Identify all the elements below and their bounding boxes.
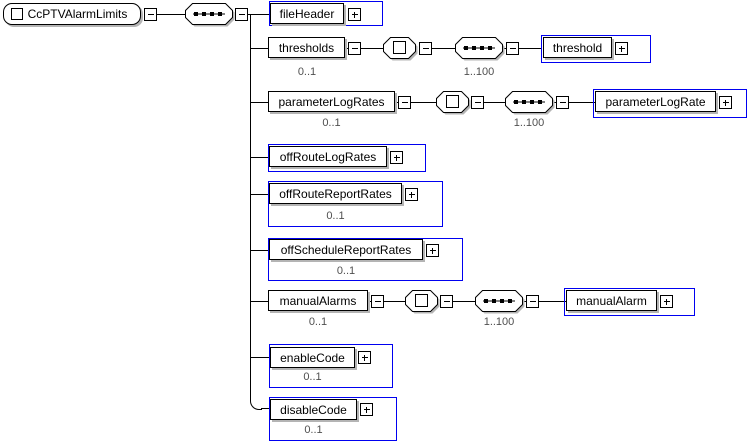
sequence-compositor-icon[interactable] (185, 3, 236, 28)
cardinality-label: 0..1 (326, 210, 345, 222)
cardinality-label: 0..1 (322, 117, 341, 129)
collapse-button[interactable] (235, 8, 248, 21)
expand-button[interactable] (615, 42, 628, 55)
collapse-button[interactable] (371, 295, 384, 308)
element-manualAlarms[interactable]: manualAlarms (268, 290, 368, 311)
element-threshold[interactable]: threshold (543, 37, 612, 58)
occurrence-label: 1..100 (483, 316, 515, 328)
trunk-line (250, 14, 251, 398)
cardinality-label: 0..1 (336, 265, 356, 277)
selection-outline (268, 238, 463, 281)
cardinality-label: 0..1 (304, 424, 323, 436)
selection-outline (269, 1, 383, 26)
selection-outline (564, 288, 695, 316)
element-offRouteReportRates[interactable]: offRouteReportRates (269, 183, 402, 204)
element-parameterLogRate[interactable]: parameterLogRate (595, 91, 716, 112)
expand-button[interactable] (390, 151, 403, 164)
trunk-curve (250, 398, 262, 410)
connector-line (569, 102, 595, 103)
sequence-compositor-icon[interactable] (505, 91, 556, 116)
connector-line (411, 102, 436, 103)
expand-button[interactable] (719, 96, 732, 109)
root-element[interactable]: CcPTVAlarmLimits (3, 3, 141, 25)
expand-button[interactable] (660, 295, 673, 308)
branch-line (250, 301, 268, 302)
branch-line (250, 157, 269, 158)
selection-outline (269, 397, 397, 441)
element-enableCode[interactable]: enableCode (270, 347, 355, 368)
root-element-label: CcPTVAlarmLimits (27, 7, 128, 21)
collapse-button[interactable] (526, 295, 539, 308)
connector-line (384, 301, 405, 302)
connector-line (361, 48, 383, 49)
element-offScheduleReportRates[interactable]: offScheduleReportRates (269, 239, 423, 260)
element-icon (11, 8, 23, 20)
collapse-button[interactable] (440, 295, 453, 308)
branch-line (248, 14, 270, 15)
connector-line (368, 301, 371, 302)
branch-line (261, 408, 270, 409)
element-fileHeader[interactable]: fileHeader (270, 3, 344, 24)
selection-outline (268, 144, 426, 172)
connector-line (539, 301, 566, 302)
connector-line (519, 48, 542, 49)
cardinality-label: 0..1 (303, 371, 322, 383)
element-disableCode[interactable]: disableCode (270, 399, 357, 420)
connector-line (484, 102, 505, 103)
expand-button[interactable] (358, 351, 371, 364)
connector-line (453, 301, 475, 302)
element-offRouteLogRates[interactable]: offRouteLogRates (269, 146, 387, 167)
branch-line (250, 250, 269, 251)
occurrence-label: 1..100 (513, 117, 545, 129)
occurrence-label: 1..100 (463, 66, 495, 78)
connector-line (157, 14, 185, 15)
collapse-button[interactable] (419, 42, 432, 55)
cardinality-label: 0..1 (297, 66, 317, 78)
selection-outline (269, 344, 393, 388)
selection-outline (268, 181, 443, 227)
connector-line (395, 102, 398, 103)
collapse-button[interactable] (506, 42, 519, 55)
expand-button[interactable] (405, 188, 418, 201)
element-manualAlarm[interactable]: manualAlarm (566, 290, 657, 311)
sequence-compositor-icon[interactable] (455, 37, 506, 62)
complex-type-icon[interactable] (383, 37, 419, 62)
element-parameterLogRates[interactable]: parameterLogRates (268, 91, 395, 112)
collapse-button[interactable] (398, 96, 411, 109)
expand-button[interactable] (426, 244, 439, 257)
branch-line (250, 48, 268, 49)
expand-button[interactable] (360, 403, 373, 416)
collapse-button[interactable] (556, 96, 569, 109)
cardinality-label: 0..1 (308, 316, 328, 328)
connector-line (345, 48, 348, 49)
branch-line (250, 102, 268, 103)
element-thresholds[interactable]: thresholds (268, 37, 345, 58)
selection-outline (593, 89, 747, 118)
connector-line (432, 48, 455, 49)
sequence-compositor-icon[interactable] (475, 290, 526, 315)
collapse-button[interactable] (348, 42, 361, 55)
collapse-button[interactable] (144, 8, 157, 21)
branch-line (250, 194, 269, 195)
branch-line (250, 357, 270, 358)
complex-type-icon[interactable] (436, 91, 472, 116)
selection-outline (541, 35, 651, 63)
expand-button[interactable] (348, 8, 361, 21)
collapse-button[interactable] (471, 96, 484, 109)
complex-type-icon[interactable] (405, 290, 441, 315)
